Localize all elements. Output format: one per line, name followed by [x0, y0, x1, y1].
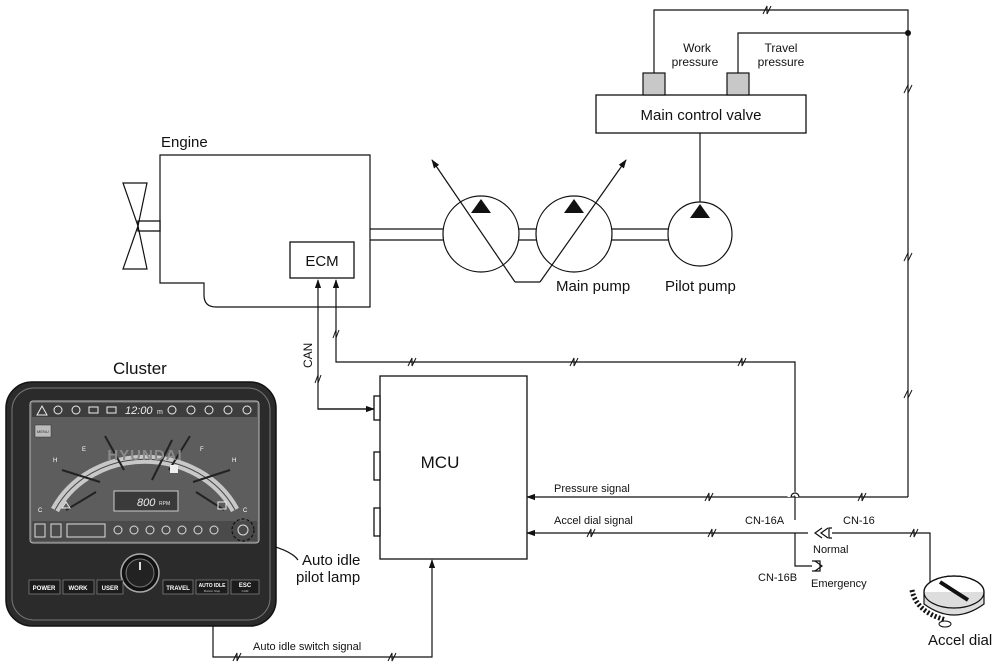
- cn16-label: CN-16: [843, 515, 875, 527]
- auto-idle-button[interactable]: [195, 579, 229, 595]
- esc-button-sublabel: CAM: [242, 589, 249, 593]
- instrument-cluster: 12:00 m MENU HYUNDAI H E F H C C 800 RPM: [5, 381, 277, 627]
- pressure-sensor-wiring: [526, 9, 911, 501]
- fan-status-icon: [113, 525, 123, 535]
- gauge-h-left: H: [53, 458, 57, 464]
- work-button[interactable]: [62, 579, 95, 595]
- filter-icon: [106, 406, 117, 414]
- main-control-valve: Main control valve: [595, 94, 807, 134]
- accel-dial-icon: [909, 575, 985, 628]
- mcu-box: MCU: [373, 375, 528, 560]
- preheat-icon: [167, 405, 177, 415]
- gauge-h-right: H: [232, 458, 236, 464]
- user-button[interactable]: [96, 579, 124, 595]
- work-pressure-sensor: [642, 72, 666, 96]
- rpm-value: 800: [137, 497, 156, 509]
- engine-oil-icon: [53, 405, 63, 415]
- can-label: CAN: [301, 343, 315, 368]
- hydraulic-temp-icon: [217, 501, 227, 510]
- cn16b-label: CN-16B: [758, 572, 797, 584]
- coolant-temp-icon: [61, 501, 71, 509]
- auto-idle-lamp-label-1: Auto idle: [302, 552, 360, 569]
- ecm-box: ECM: [289, 241, 355, 279]
- power-button[interactable]: [28, 579, 61, 595]
- lock-icon: [209, 525, 219, 535]
- pilot-pump-label: Pilot pump: [665, 278, 736, 295]
- heater-icon: [193, 525, 203, 535]
- auto-idle-pilot-lamp-highlight: [231, 518, 255, 542]
- accel-dial-signal-label: Accel dial signal: [554, 515, 633, 527]
- travel-button[interactable]: [162, 579, 194, 595]
- pressure-signal-label: Pressure signal: [554, 483, 630, 495]
- main-pump-left: [442, 195, 520, 273]
- main-pump-right: [535, 195, 613, 273]
- main-pump-label: Main pump: [556, 278, 630, 295]
- fuel-icon: [186, 405, 196, 415]
- cluster-label: Cluster: [113, 359, 167, 378]
- washer-icon: [161, 525, 171, 535]
- eco-icon: [34, 523, 46, 538]
- cluster-menu-chip: MENU: [37, 429, 49, 434]
- cluster-clock: 12:00: [125, 405, 153, 417]
- work-pressure-label-2: pressure: [672, 55, 719, 69]
- normal-label: Normal: [813, 544, 848, 556]
- overload-icon: [223, 405, 233, 415]
- rpm-unit: RPM: [159, 501, 170, 507]
- travel-pressure-label-2: pressure: [758, 55, 805, 69]
- auto-idle-lamp-label-2: pilot lamp: [296, 569, 360, 586]
- cluster-brand: HYUNDAI: [107, 447, 182, 464]
- seat-icon: [50, 523, 62, 538]
- fan-icon: [122, 182, 148, 270]
- gauge-f: F: [200, 447, 204, 453]
- gauge-c-left: C: [38, 508, 43, 514]
- auto-idle-pilot-lamp-icon: [237, 524, 249, 536]
- gauge-e: E: [82, 447, 86, 453]
- travel-pressure-label-1: Travel: [765, 41, 798, 55]
- esc-button[interactable]: [230, 579, 260, 595]
- travel-button-label: TRAVEL: [166, 586, 190, 592]
- main-control-valve-label: Main control valve: [641, 107, 762, 124]
- travel-pressure-sensor: [726, 72, 750, 96]
- ecm-label: ECM: [305, 253, 338, 270]
- engine-label: Engine: [161, 134, 208, 151]
- engine-block: [122, 154, 371, 308]
- work-pressure-label-1: Work: [683, 41, 712, 55]
- auto-idle-switch-signal-label: Auto idle switch signal: [253, 641, 361, 653]
- cluster-clock-suffix: m: [157, 409, 163, 416]
- warning-triangle-icon: [36, 404, 48, 416]
- emergency-label: Emergency: [811, 578, 867, 590]
- auto-idle-button-label: AUTO IDLE: [199, 583, 227, 589]
- power-button-label: POWER: [33, 586, 56, 592]
- pilot-pump: [667, 201, 733, 267]
- work-button-label: WORK: [69, 586, 89, 592]
- power-mode-icon: [66, 523, 106, 538]
- rpm-display: [113, 490, 179, 512]
- ecm-mcu-wiring: [314, 279, 796, 520]
- brake-icon: [242, 405, 252, 415]
- accel-dial-label: Accel dial: [928, 632, 992, 649]
- status-icon-row: [34, 523, 249, 538]
- lamp-icon: [129, 525, 139, 535]
- aircon-icon: [177, 525, 187, 535]
- mcu-label: MCU: [421, 453, 460, 472]
- battery-icon: [88, 406, 99, 414]
- drive-shaft: [370, 228, 668, 241]
- auto-idle-button-sublabel: Buzzer Stop: [204, 589, 221, 593]
- cluster-screen: [29, 400, 260, 544]
- cluster-button-row: [28, 579, 260, 595]
- esc-button-label: ESC: [239, 583, 252, 589]
- accel-dial-wiring: [526, 491, 931, 595]
- user-button-label: USER: [102, 586, 119, 592]
- air-icon: [204, 405, 214, 415]
- coolant-icon: [71, 405, 81, 415]
- warning-icon-row: [36, 404, 252, 416]
- wiper-icon: [145, 525, 155, 535]
- fuel-pump-icon: [170, 465, 178, 473]
- cn16a-label: CN-16A: [745, 515, 785, 527]
- gauge-c-right: C: [243, 508, 248, 514]
